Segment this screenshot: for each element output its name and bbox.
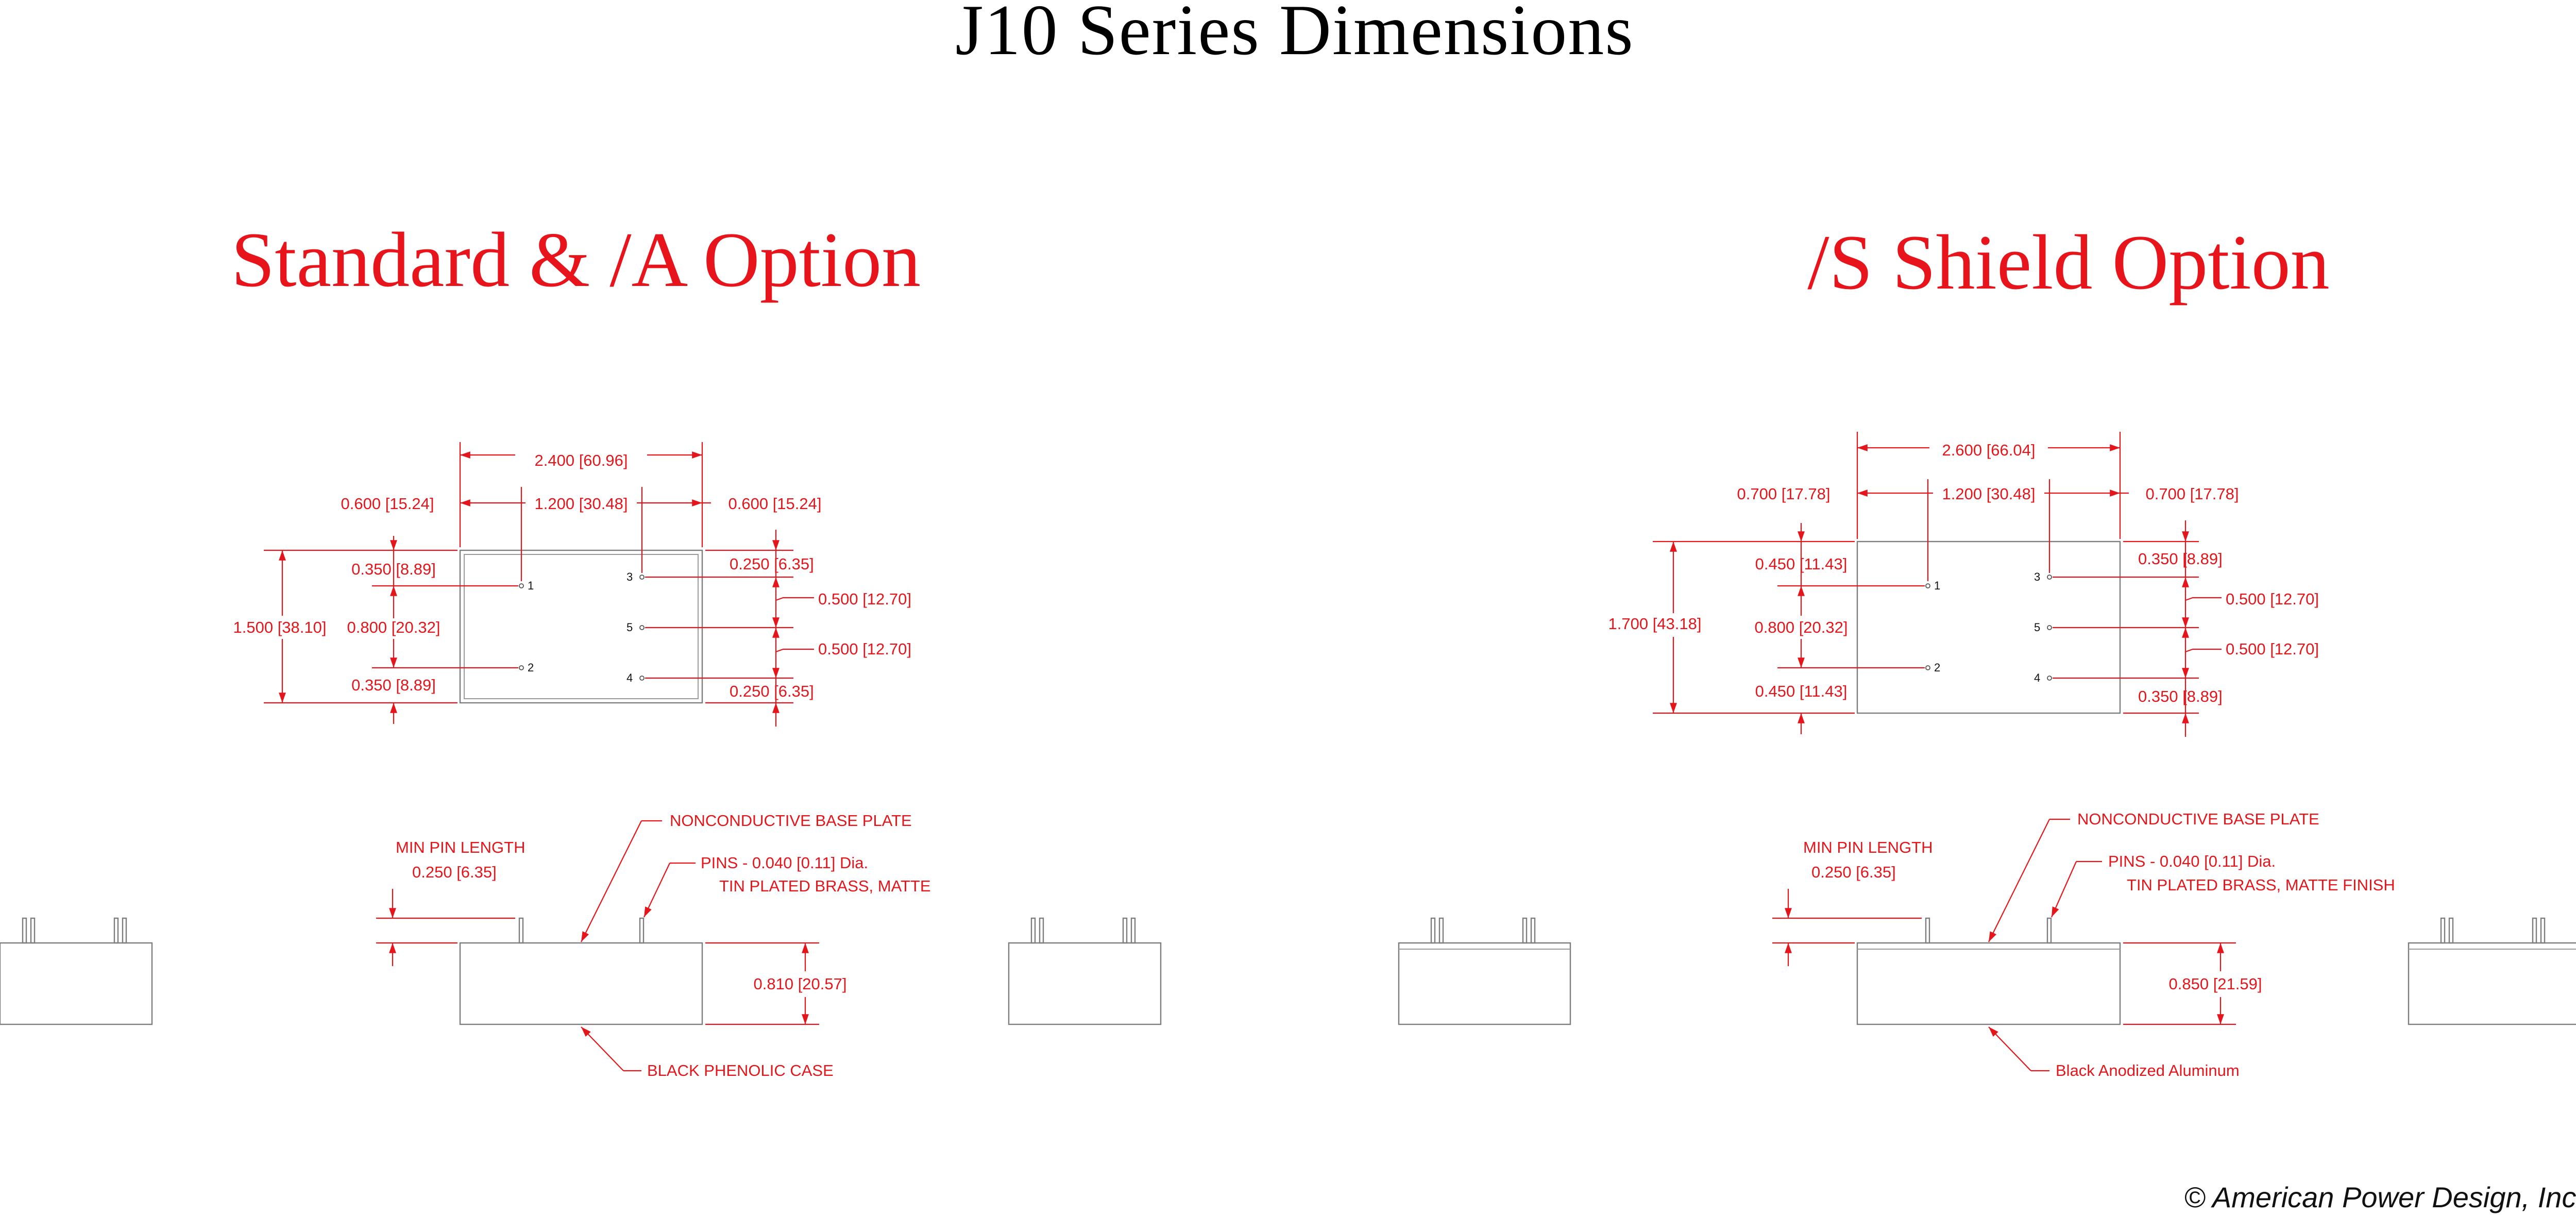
standard-min-pin-label: MIN PIN LENGTH (396, 838, 525, 856)
standard-pin-3-label: 3 (626, 570, 633, 583)
standard-min-pin-value: 0.250 [6.35] (412, 863, 497, 881)
shield-side-view: MIN PIN LENGTH 0.250 [6.35] NONCONDUCTIV… (1772, 810, 2395, 1079)
standard-width-total: 2.400 [60.96] (535, 451, 628, 469)
standard-width-right: 0.600 [15.24] (728, 495, 822, 513)
standard-pin-2 (519, 665, 524, 670)
shield-case-label: Black Anodized Aluminum (2056, 1061, 2240, 1079)
standard-top-view: 1 2 3 5 4 2.400 [60.96] 0.600 [15.24] 1.… (233, 442, 911, 727)
shield-pin-5-label: 5 (2034, 621, 2040, 634)
shield-pin-1-label: 1 (1934, 579, 1940, 592)
shield-height-total: 1.700 [43.18] (1608, 615, 1702, 633)
shield-right-mid2: 0.500 [12.70] (2226, 640, 2319, 658)
standard-right-bottom: 0.250 [6.35] (730, 682, 814, 700)
shield-width-middle: 1.200 [30.48] (1942, 485, 2036, 503)
standard-width-middle: 1.200 [30.48] (535, 495, 628, 513)
shield-base-plate-label: NONCONDUCTIVE BASE PLATE (2077, 810, 2319, 828)
shield-pins-spec-2: TIN PLATED BRASS, MATTE FINISH (2127, 876, 2395, 894)
shield-pin-5 (2047, 625, 2052, 630)
shield-right-mid1: 0.500 [12.70] (2226, 590, 2319, 608)
standard-width-left: 0.600 [15.24] (341, 495, 434, 513)
shield-right-top: 0.350 [8.89] (2138, 550, 2223, 568)
shield-pin-2-label: 2 (1934, 661, 1940, 674)
shield-width-right: 0.700 [17.78] (2146, 485, 2239, 503)
standard-right-mid2: 0.500 [12.70] (818, 640, 911, 658)
shield-side-view-left (1398, 917, 1571, 1025)
standard-case-label: BLACK PHENOLIC CASE (647, 1061, 834, 1079)
shield-pin-4 (2047, 676, 2052, 681)
standard-left-mid: 0.800 [20.32] (347, 618, 440, 636)
standard-pin-4-label: 4 (626, 671, 633, 684)
shield-side-pin-3 (2046, 917, 2052, 944)
standard-side-height: 0.810 [20.57] (754, 975, 847, 993)
shield-right-bottom: 0.350 [8.89] (2138, 687, 2223, 705)
standard-base-plate-label: NONCONDUCTIVE BASE PLATE (670, 812, 912, 830)
standard-pin-4 (639, 676, 645, 681)
standard-case-inner-outline (464, 554, 699, 699)
shield-side-view-right (2408, 917, 2576, 1025)
standard-pin-1 (519, 583, 524, 588)
standard-pin-3 (639, 575, 645, 580)
standard-side-pin-1 (518, 917, 524, 944)
shield-pin-3-label: 3 (2034, 570, 2040, 583)
standard-pin-2-label: 2 (528, 661, 534, 674)
shield-min-pin-label: MIN PIN LENGTH (1803, 838, 1933, 856)
standard-side-pin-3 (639, 917, 645, 944)
standard-side-view: MIN PIN LENGTH 0.250 [6.35] NONCONDUCTIV… (376, 812, 931, 1079)
shield-min-pin-value: 0.250 [6.35] (1811, 863, 1896, 881)
standard-left-bottom: 0.350 [8.89] (351, 676, 436, 694)
standard-height-total: 1.500 [38.10] (233, 618, 327, 636)
shield-pin-2 (1925, 665, 1930, 670)
standard-pin-5-label: 5 (626, 621, 633, 634)
shield-pins-spec-1: PINS - 0.040 [0.11] Dia. (2108, 852, 2276, 870)
shield-side-height: 0.850 [21.59] (2169, 975, 2262, 993)
shield-pin-3 (2047, 575, 2052, 580)
standard-heading: Standard & /A Option (231, 216, 921, 303)
shield-heading: /S Shield Option (1807, 219, 2329, 306)
shield-width-total: 2.600 [66.04] (1942, 441, 2036, 459)
shield-left-mid: 0.800 [20.32] (1755, 618, 1848, 636)
standard-pin-1-label: 1 (528, 579, 534, 592)
standard-left-top: 0.350 [8.89] (351, 560, 436, 578)
page-title: J10 Series Dimensions (955, 0, 1634, 70)
standard-case-outline (459, 549, 703, 704)
shield-pin-1 (1925, 583, 1930, 588)
standard-pins-spec-1: PINS - 0.040 [0.11] Dia. (701, 854, 868, 872)
shield-side-case (1856, 942, 2121, 1025)
standard-side-view-left (0, 917, 153, 1025)
copyright: © American Power Design, Inc. (2184, 1181, 2576, 1213)
standard-right-top: 0.250 [6.35] (730, 555, 814, 573)
standard-right-mid1: 0.500 [12.70] (818, 590, 911, 608)
standard-side-case (459, 942, 703, 1025)
shield-left-top: 0.450 [11.43] (1755, 555, 1848, 573)
shield-side-pin-1 (1925, 917, 1930, 944)
standard-pins-spec-2: TIN PLATED BRASS, MATTE (719, 877, 931, 895)
shield-pin-4-label: 4 (2034, 671, 2040, 684)
shield-left-bottom: 0.450 [11.43] (1755, 682, 1848, 700)
standard-side-view-right (1008, 917, 1162, 1025)
shield-top-view: 1 2 3 5 4 2.600 [66.04] 0.700 [17.78] 1.… (1608, 432, 2319, 737)
shield-width-left: 0.700 [17.78] (1737, 485, 1831, 503)
standard-pin-5 (639, 625, 645, 630)
